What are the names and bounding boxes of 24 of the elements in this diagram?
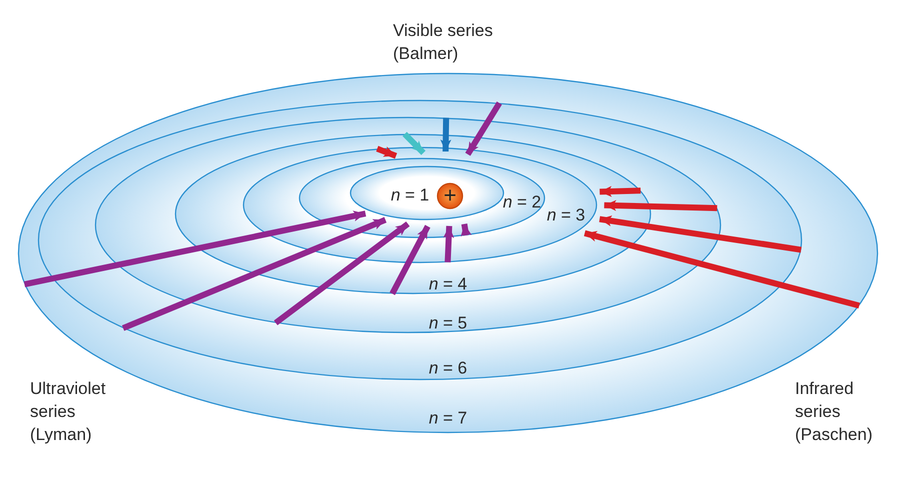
orbit-label: n = 2 <box>502 194 542 210</box>
orbit-label: n = 7 <box>428 410 468 426</box>
transition-arrow <box>600 186 641 197</box>
transition-arrow <box>390 224 430 296</box>
orbit-label: n = 6 <box>428 360 468 376</box>
transition-arrow <box>122 217 387 331</box>
orbit-label: n = 5 <box>428 314 468 332</box>
orbit-label: n = 4 <box>428 276 468 292</box>
transition-arrow <box>599 215 802 253</box>
plus-sign: + <box>444 184 456 207</box>
series-label: Ultraviolet series (Lyman) <box>30 378 107 446</box>
series-label: Visible series (Balmer) <box>393 20 494 65</box>
orbit-label: n = 1 <box>390 186 430 204</box>
transition-arrow <box>24 210 366 288</box>
transition-arrow <box>376 146 398 159</box>
transition-arrow <box>274 222 410 326</box>
transition-arrow <box>465 102 502 156</box>
transition-arrow <box>440 118 452 152</box>
transition-arrow <box>604 200 718 212</box>
transition-arrow <box>460 224 472 237</box>
series-label: Infrared series (Paschen) <box>795 378 874 446</box>
transition-arrow <box>584 230 860 308</box>
transition-arrow <box>443 226 454 262</box>
orbit-label: n = 3 <box>546 206 586 224</box>
